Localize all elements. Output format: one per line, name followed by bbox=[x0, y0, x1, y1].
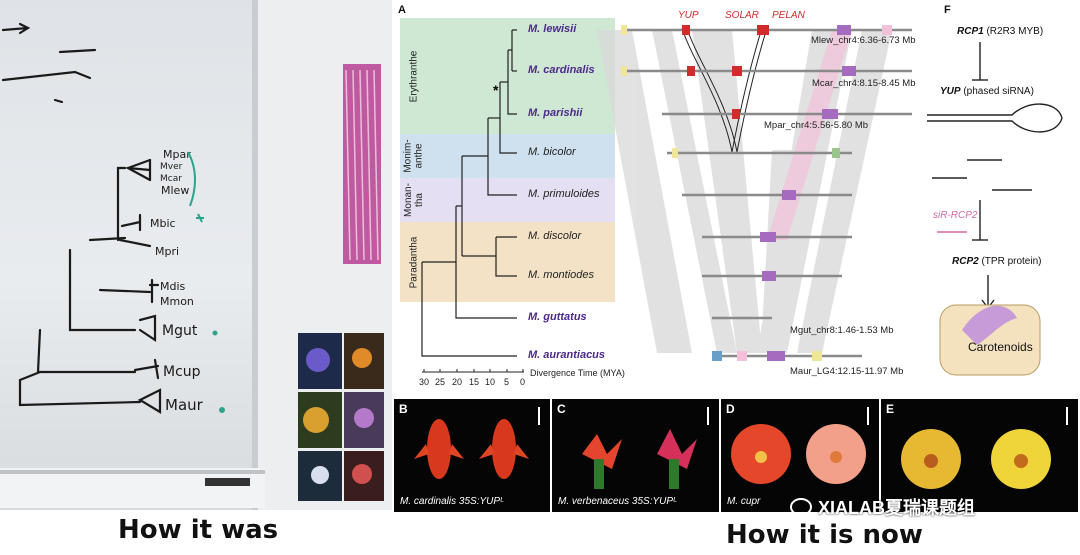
scale-bar bbox=[867, 407, 869, 425]
carotenoids-label: Carotenoids bbox=[968, 340, 1033, 354]
wechat-icon bbox=[790, 498, 812, 516]
flower-image-e bbox=[901, 429, 1051, 489]
axis-tick-15: 15 bbox=[469, 377, 480, 387]
axis-tick-30: 30 bbox=[419, 377, 430, 387]
scale-bar bbox=[538, 407, 540, 425]
chr-label-mcar: Mcar_chr4:8.15-8.45 Mb bbox=[812, 78, 916, 89]
node-asterisk: * bbox=[493, 82, 499, 98]
photo-panel-e: E bbox=[881, 399, 1078, 512]
axis-tick-10: 10 bbox=[485, 377, 496, 387]
taxon-parishii: M. parishii bbox=[528, 107, 583, 119]
scale-bar bbox=[1066, 407, 1068, 425]
photo-panel-d: D M. cupr bbox=[721, 399, 879, 512]
wb-label-mmon: Mmon bbox=[160, 295, 194, 308]
flower-image-b bbox=[414, 419, 529, 479]
clade-band-monimanthe bbox=[400, 134, 615, 178]
phylogeny bbox=[421, 29, 517, 357]
rcp1-desc: (R2R3 MYB) bbox=[986, 26, 1044, 37]
chr-label-mpar: Mpar_chr4:5.56-5.80 Mb bbox=[764, 120, 869, 131]
wb-label-mbic: Mbic bbox=[150, 217, 176, 230]
watermark-text: XIALAB夏瑞课题组 bbox=[818, 498, 975, 518]
axis-tick-25: 25 bbox=[435, 377, 446, 387]
taxon-montiodes: M. montiodes bbox=[528, 269, 595, 281]
chr-label-mgut: Mgut_chr8:1.46-1.53 Mb bbox=[790, 325, 894, 336]
wb-label-mcup: Mcup bbox=[163, 364, 201, 380]
axis-tick-20: 20 bbox=[452, 377, 463, 387]
panel-letter-c: C bbox=[557, 402, 566, 416]
taxon-guttatus: M. guttatus bbox=[528, 311, 587, 323]
wb-label-maur: Maur bbox=[165, 396, 204, 414]
taxon-aurantiacus: M. aurantiacus bbox=[528, 349, 606, 361]
tree-and-synteny bbox=[421, 25, 1063, 376]
gene-label-pelan: PELAN bbox=[772, 10, 805, 21]
wb-label-mpar: Mpar bbox=[163, 148, 191, 161]
rcp2-desc: (TPR protein) bbox=[981, 256, 1042, 267]
flower-icon bbox=[962, 305, 1017, 345]
card-grid bbox=[298, 333, 384, 501]
chr-label-maur: Maur_LG4:12.15-11.97 Mb bbox=[790, 366, 904, 377]
flower-image-d bbox=[731, 424, 866, 484]
wb-label-mdis: Mdis bbox=[160, 280, 186, 293]
photo-caption-b: M. cardinalis 35S:YUPᴸ bbox=[400, 496, 504, 507]
pathway-diagram bbox=[927, 42, 1063, 310]
taxon-discolor: M. discolor bbox=[528, 230, 582, 242]
time-axis bbox=[422, 369, 524, 373]
watermark: XIALAB夏瑞课题组 bbox=[790, 494, 975, 520]
photo-caption-c: M. verbenaceus 35S:YUPᴸ bbox=[558, 496, 677, 507]
wb-label-mlew: Mlew bbox=[161, 184, 189, 197]
wb-label-mver: Mver bbox=[160, 162, 183, 172]
figure-panel: A F Erythranthe Monim-anthe Monan-tha Pa… bbox=[392, 0, 1080, 395]
right-caption: How it is now bbox=[726, 520, 923, 550]
scale-bar bbox=[707, 407, 709, 425]
left-caption: How it was bbox=[118, 515, 279, 545]
photo-caption-d: M. cupr bbox=[727, 496, 761, 507]
whiteboard-drawing: Mpar Mver Mcar Mlew Mbic Mpri Mdis Mmon … bbox=[0, 0, 392, 510]
panel-letter-b: B bbox=[399, 402, 408, 416]
photo-panel-b: B M. cardinalis 35S:YUPᴸ bbox=[394, 399, 550, 512]
wb-label-mcar: Mcar bbox=[160, 174, 182, 184]
axis-title: Divergence Time (MYA) bbox=[530, 368, 625, 378]
clade-band-monantha bbox=[400, 178, 615, 222]
flower-image-c bbox=[582, 429, 697, 489]
rcp2-name: RCP2 bbox=[952, 256, 979, 267]
gene-label-solar: SOLAR bbox=[725, 10, 759, 21]
yup-name: YUP bbox=[940, 86, 961, 97]
taxon-lewisii: M. lewisii bbox=[528, 23, 577, 35]
chr-label-mlew: Mlew_chr4:6.36-6.73 Mb bbox=[811, 35, 916, 46]
taxon-cardinalis: M. cardinalis bbox=[528, 64, 595, 76]
panel-letter-d: D bbox=[726, 402, 735, 416]
panel-label-f: F bbox=[944, 4, 951, 16]
yup-desc: (phased siRNA) bbox=[963, 86, 1034, 97]
panel-label-a: A bbox=[398, 4, 406, 16]
carotenoid-box bbox=[939, 304, 1041, 376]
wb-label-mgut: Mgut bbox=[162, 323, 198, 339]
wb-label-mpri: Mpri bbox=[155, 245, 179, 258]
whiteboard-photo: Mpar Mver Mcar Mlew Mbic Mpri Mdis Mmon … bbox=[0, 0, 392, 510]
axis-tick-5: 5 bbox=[504, 377, 510, 387]
taxon-bicolor: M. bicolor bbox=[528, 146, 576, 158]
gene-label-yup: YUP bbox=[678, 10, 699, 21]
panel-letter-e: E bbox=[886, 402, 895, 416]
axis-tick-0: 0 bbox=[520, 377, 526, 387]
taxon-primuloides: M. primuloides bbox=[528, 188, 600, 200]
rcp1-name: RCP1 bbox=[957, 26, 984, 37]
photo-panel-c: C M. verbenaceus 35S:YUPᴸ bbox=[552, 399, 719, 512]
sirna-label: siR-RCP2 bbox=[933, 210, 978, 221]
